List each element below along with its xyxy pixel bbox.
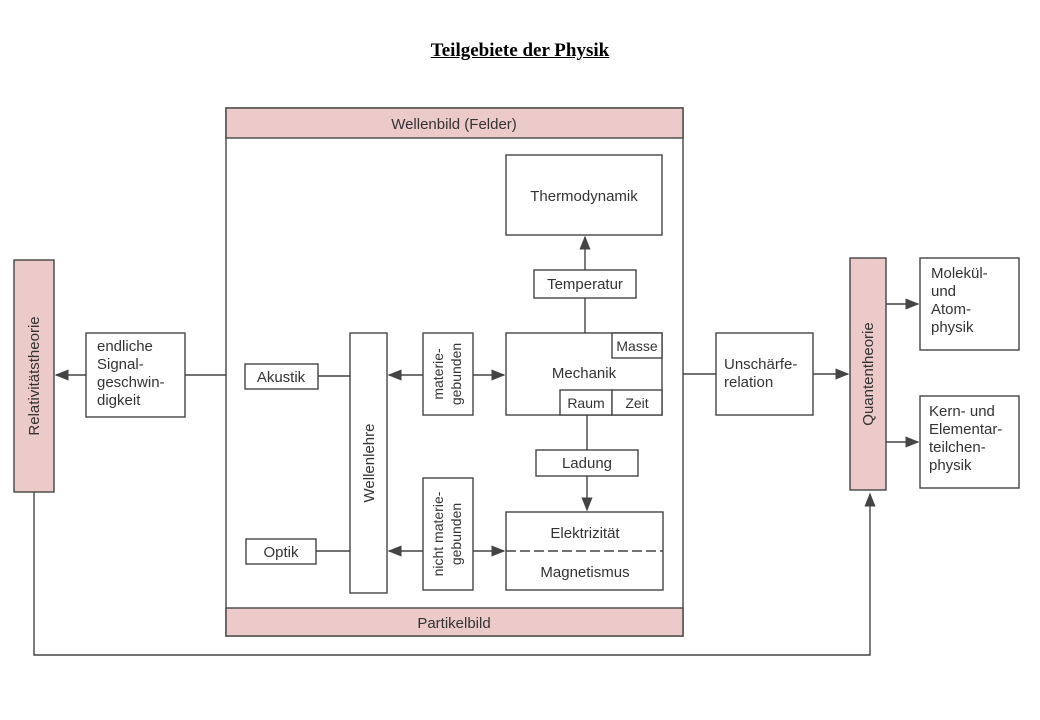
nicht-materie-box	[422, 477, 474, 591]
quanten-box	[849, 257, 887, 491]
materie-box	[422, 332, 474, 416]
unschaerfe-line-2: relation	[724, 374, 773, 391]
nicht-materie-line-2: gebunden	[448, 503, 464, 565]
zeit-label: Zeit	[625, 395, 648, 411]
page-title: Teilgebiete der Physik	[430, 40, 610, 61]
ladung-label: Ladung	[562, 455, 612, 472]
wellenbild-band	[225, 107, 684, 139]
zeit-box	[611, 389, 663, 416]
molekuel-line-4: physik	[931, 319, 974, 336]
raum-label: Raum	[567, 395, 604, 411]
mechanik-label: Mechanik	[552, 365, 617, 382]
signal-line-4: digkeit	[97, 392, 141, 409]
unschaerfe-line-1: Unschärfe-	[724, 356, 797, 373]
nicht-materie-line-1: nicht materie-	[430, 491, 446, 576]
kern-box	[919, 395, 1020, 489]
partikelbild-label: Partikelbild	[417, 615, 490, 632]
kern-line-4: physik	[929, 457, 972, 474]
signal-line-3: geschwin-	[97, 374, 165, 391]
relativitaet-box	[13, 259, 55, 493]
kern-line-3: teilchen-	[929, 439, 986, 456]
quanten-label: Quantentheorie	[860, 322, 877, 425]
akustik-label: Akustik	[257, 369, 306, 386]
optik-box	[245, 538, 317, 565]
partikelbild-band	[225, 607, 684, 637]
akustik-box	[244, 363, 319, 390]
materie-line-2: gebunden	[448, 343, 464, 405]
molekuel-line-3: Atom-	[931, 301, 971, 318]
molekuel-line-2: und	[931, 283, 956, 300]
signal-line-2: Signal-	[97, 356, 144, 373]
optik-label: Optik	[263, 544, 299, 561]
unschaerfe-box	[715, 332, 814, 416]
molekuel-box	[919, 257, 1020, 351]
temperatur-label: Temperatur	[547, 276, 623, 293]
masse-box	[611, 332, 663, 359]
relativitaet-label: Relativitätstheorie	[26, 316, 43, 435]
masse-label: Masse	[616, 338, 657, 354]
thermodynamik-label: Thermodynamik	[530, 188, 638, 205]
arrow-relativitaet-to-quanten	[33, 492, 876, 656]
wellenlehre-box	[349, 332, 388, 594]
materie-line-1: materie-	[430, 348, 446, 400]
thermodynamik-box	[505, 154, 663, 236]
kern-line-1: Kern- und	[929, 403, 995, 420]
elektrizitaet-label: Elektrizität	[550, 525, 620, 542]
wellenlehre-label: Wellenlehre	[361, 424, 378, 503]
molekuel-line-1: Molekül-	[931, 265, 988, 282]
wellenbild-label: Wellenbild (Felder)	[391, 116, 517, 133]
signal-line-1: endliche	[97, 338, 153, 355]
magnetismus-label: Magnetismus	[540, 564, 629, 581]
kern-line-2: Elementar-	[929, 421, 1002, 438]
signal-box	[85, 332, 186, 418]
